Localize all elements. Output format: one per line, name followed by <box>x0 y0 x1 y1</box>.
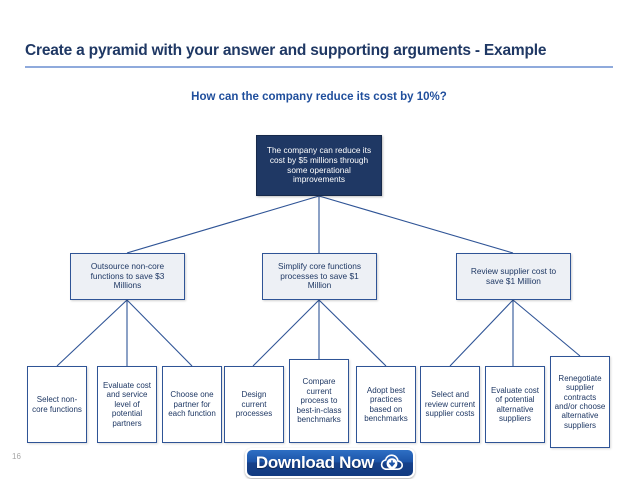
pyramid-branch-box-3[interactable]: Review supplier cost to save $1 Million <box>456 253 571 300</box>
title-underline <box>25 66 613 68</box>
pyramid-leaf-box-3-3[interactable]: Renegotiate supplier contracts and/or ch… <box>550 356 610 448</box>
page-number: 16 <box>12 452 21 461</box>
pyramid-root-box[interactable]: The company can reduce its cost by $5 mi… <box>256 135 382 196</box>
guiding-question: How can the company reduce its cost by 1… <box>191 91 447 103</box>
download-now-button[interactable]: Download Now <box>245 448 415 478</box>
pyramid-leaf-box-1-1[interactable]: Select non-core functions <box>27 366 87 443</box>
pyramid-leaf-box-1-2[interactable]: Evaluate cost and service level of poten… <box>97 366 157 443</box>
pyramid-leaf-box-3-1[interactable]: Select and review current supplier costs <box>420 366 480 443</box>
page-title: Create a pyramid with your answer and su… <box>25 42 547 59</box>
download-button-label: Download Now <box>255 453 375 472</box>
cloud-download-icon <box>380 454 404 472</box>
pyramid-leaf-box-3-2[interactable]: Evaluate cost of potential alternative s… <box>485 366 545 443</box>
pyramid-branch-box-2[interactable]: Simplify core functions processes to sav… <box>262 253 377 300</box>
pyramid-branch-box-1[interactable]: Outsource non-core functions to save $3 … <box>70 253 185 300</box>
pyramid-leaf-box-2-2[interactable]: Compare current process to best-in-class… <box>289 359 349 443</box>
pyramid-leaf-box-2-1[interactable]: Design current processes <box>224 366 284 443</box>
pyramid-leaf-box-2-3[interactable]: Adopt best practices based on benchmarks <box>356 366 416 443</box>
pyramid-leaf-box-1-3[interactable]: Choose one partner for each function <box>162 366 222 443</box>
